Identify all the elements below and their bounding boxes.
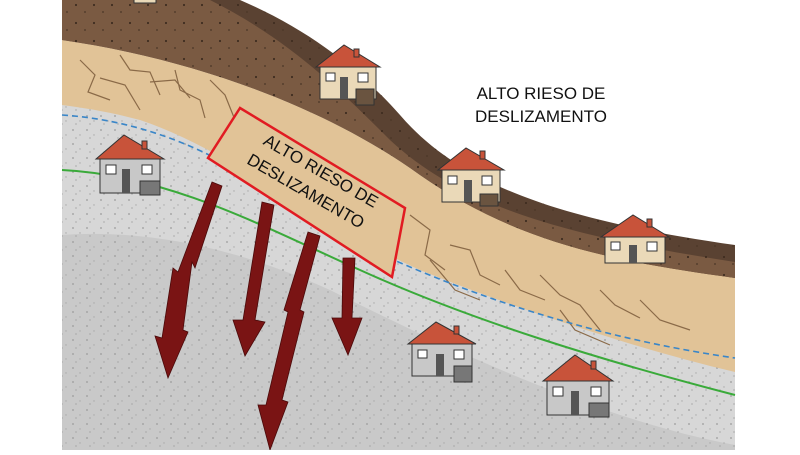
- house-icon: [406, 321, 477, 383]
- risk-label-line1: ALTO RIESO DE: [477, 84, 606, 103]
- downward-arrows: [154, 181, 363, 452]
- house-icon: [436, 147, 506, 207]
- house-icon: [94, 134, 166, 196]
- slide-zone-box: [206, 106, 407, 280]
- water-table-line: [61, 114, 736, 359]
- upper-rock-texture: [62, 90, 735, 445]
- zigzag-arrow-icon: [232, 201, 275, 357]
- house-icon: [314, 44, 382, 106]
- soil-cracks: [79, 54, 691, 346]
- house-icon: [599, 214, 671, 264]
- house-icon: [133, 0, 157, 4]
- geological-boundary-line: [61, 169, 736, 396]
- topsoil-texture: [62, 0, 735, 278]
- zigzag-arrow-icon: [257, 231, 321, 452]
- zigzag-arrow-icon: [154, 181, 223, 380]
- risk-label-top-right: ALTO RIESO DE DESLIZAMENTO: [475, 84, 607, 126]
- risk-label-line2: DESLIZAMENTO: [475, 107, 607, 126]
- slide-zone: ALTO RIESO DE DESLIZAMENTO: [206, 106, 407, 280]
- zigzag-arrow-icon: [331, 257, 363, 357]
- house-icon: [541, 354, 615, 418]
